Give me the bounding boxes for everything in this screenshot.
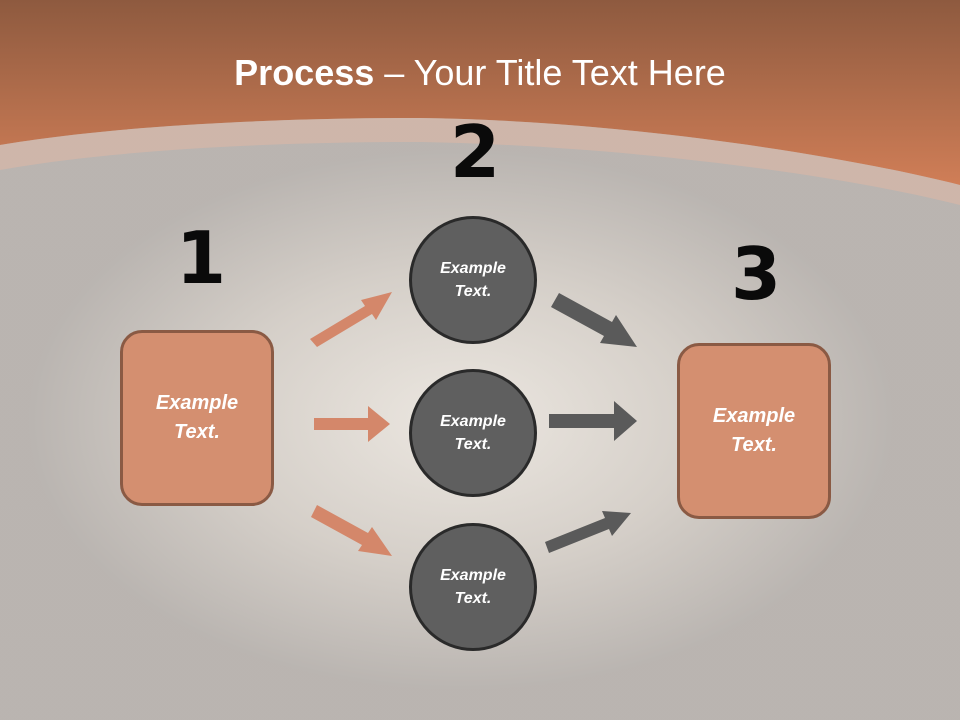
middle-circle-3: Example Text.: [409, 523, 537, 651]
slide-title: Process – Your Title Text Here: [0, 52, 960, 94]
arrow-1-to-bottom: [311, 505, 392, 556]
middle-circle-1-text: Example Text.: [440, 260, 506, 300]
source-box: Example Text.: [120, 330, 274, 506]
middle-circle-3-text: Example Text.: [440, 567, 506, 607]
step-number-3: 3: [731, 232, 782, 316]
step-number-1: 1: [176, 216, 227, 300]
target-box-text: Example Text.: [712, 405, 796, 456]
step-number-2: 2: [450, 110, 501, 194]
title-strong: Process: [234, 52, 375, 93]
source-box-text: Example Text.: [155, 392, 239, 443]
middle-circle-2-text: Example Text.: [440, 413, 506, 453]
arrow-1-to-middle: [314, 406, 390, 442]
arrow-bottom-to-3: [545, 511, 631, 553]
middle-circle-2: Example Text.: [409, 369, 537, 497]
title-rest: – Your Title Text Here: [374, 52, 726, 93]
arrow-middle-to-3: [549, 401, 637, 441]
arrow-1-to-top: [310, 292, 392, 347]
middle-circle-1: Example Text.: [409, 216, 537, 344]
arrow-top-to-3: [551, 293, 637, 347]
target-box: Example Text.: [677, 343, 831, 519]
